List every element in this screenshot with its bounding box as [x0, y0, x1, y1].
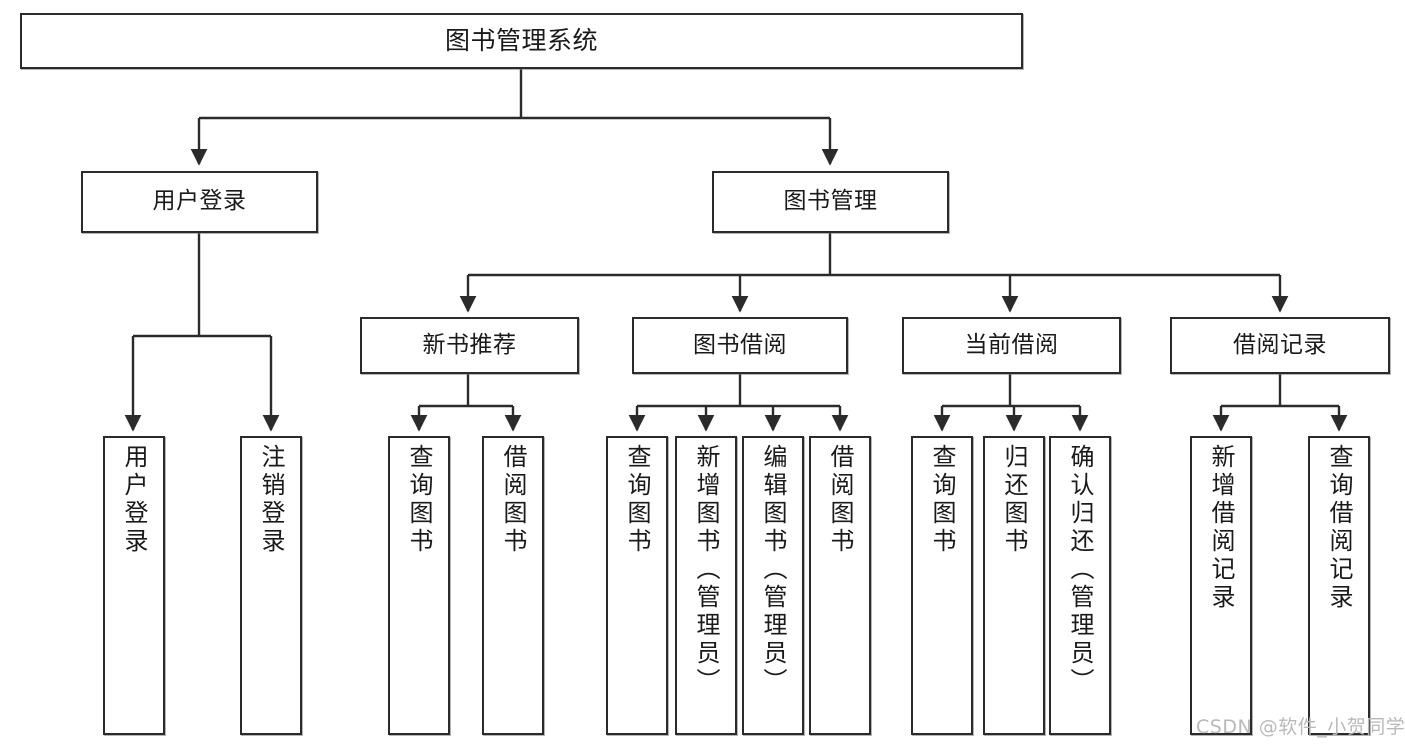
leaf-borrow-books-new[interactable]: 借阅图书	[482, 436, 544, 735]
leaf-edit-book-admin[interactable]: 编辑图书（管理员）	[742, 436, 804, 735]
watermark: CSDN @软件_小贺同学	[1196, 716, 1405, 738]
leaf-confirm-return-admin[interactable]: 确认归还（管理员）	[1049, 436, 1111, 735]
node-borrow-records[interactable]: 借阅记录	[1170, 317, 1390, 374]
leaf-query-borrow-record[interactable]: 查询借阅记录	[1308, 436, 1370, 735]
leaf-query-books-borrow[interactable]: 查询图书	[606, 436, 668, 735]
node-user-login-label: 用户登录	[152, 188, 247, 215]
node-root[interactable]: 图书管理系统	[20, 13, 1023, 69]
leaf-query-books-current[interactable]: 查询图书	[911, 436, 973, 735]
leaf-lend-book-label: 借阅图书	[826, 444, 854, 556]
leaf-query-books-new[interactable]: 查询图书	[388, 436, 450, 735]
leaf-add-book-admin-label: 新增图书（管理员）	[692, 444, 720, 696]
leaf-add-borrow-record-label: 新增借阅记录	[1207, 444, 1235, 612]
leaf-add-borrow-record[interactable]: 新增借阅记录	[1190, 436, 1252, 735]
leaf-user-login[interactable]: 用户登录	[103, 436, 165, 735]
node-current-borrow[interactable]: 当前借阅	[902, 317, 1121, 374]
leaf-query-borrow-record-label: 查询借阅记录	[1325, 444, 1353, 612]
node-user-login[interactable]: 用户登录	[81, 171, 318, 233]
node-borrow-records-label: 借阅记录	[1233, 331, 1327, 358]
leaf-edit-book-admin-label: 编辑图书（管理员）	[759, 444, 787, 696]
leaf-add-book-admin[interactable]: 新增图书（管理员）	[675, 436, 737, 735]
node-book-management-label: 图书管理	[783, 188, 878, 215]
leaf-user-logout-label: 注销登录	[257, 444, 285, 556]
leaf-confirm-return-admin-label: 确认归还（管理员）	[1066, 444, 1094, 696]
leaf-query-books-borrow-label: 查询图书	[623, 444, 651, 556]
leaf-borrow-books-new-label: 借阅图书	[499, 444, 527, 556]
leaf-user-logout[interactable]: 注销登录	[240, 436, 302, 735]
leaf-return-book-label: 归还图书	[1000, 444, 1028, 556]
leaf-lend-book[interactable]: 借阅图书	[809, 436, 871, 735]
node-new-book-recommend[interactable]: 新书推荐	[360, 317, 579, 374]
node-book-borrow-label: 图书借阅	[693, 331, 787, 358]
leaf-query-books-new-label: 查询图书	[405, 444, 433, 556]
leaf-return-book[interactable]: 归还图书	[983, 436, 1045, 735]
node-book-management[interactable]: 图书管理	[712, 171, 949, 233]
node-current-borrow-label: 当前借阅	[964, 331, 1059, 358]
node-new-book-recommend-label: 新书推荐	[422, 331, 517, 358]
leaf-query-books-current-label: 查询图书	[928, 444, 956, 556]
leaf-user-login-label: 用户登录	[120, 444, 148, 556]
node-book-borrow[interactable]: 图书借阅	[632, 317, 848, 374]
node-root-label: 图书管理系统	[444, 26, 598, 55]
